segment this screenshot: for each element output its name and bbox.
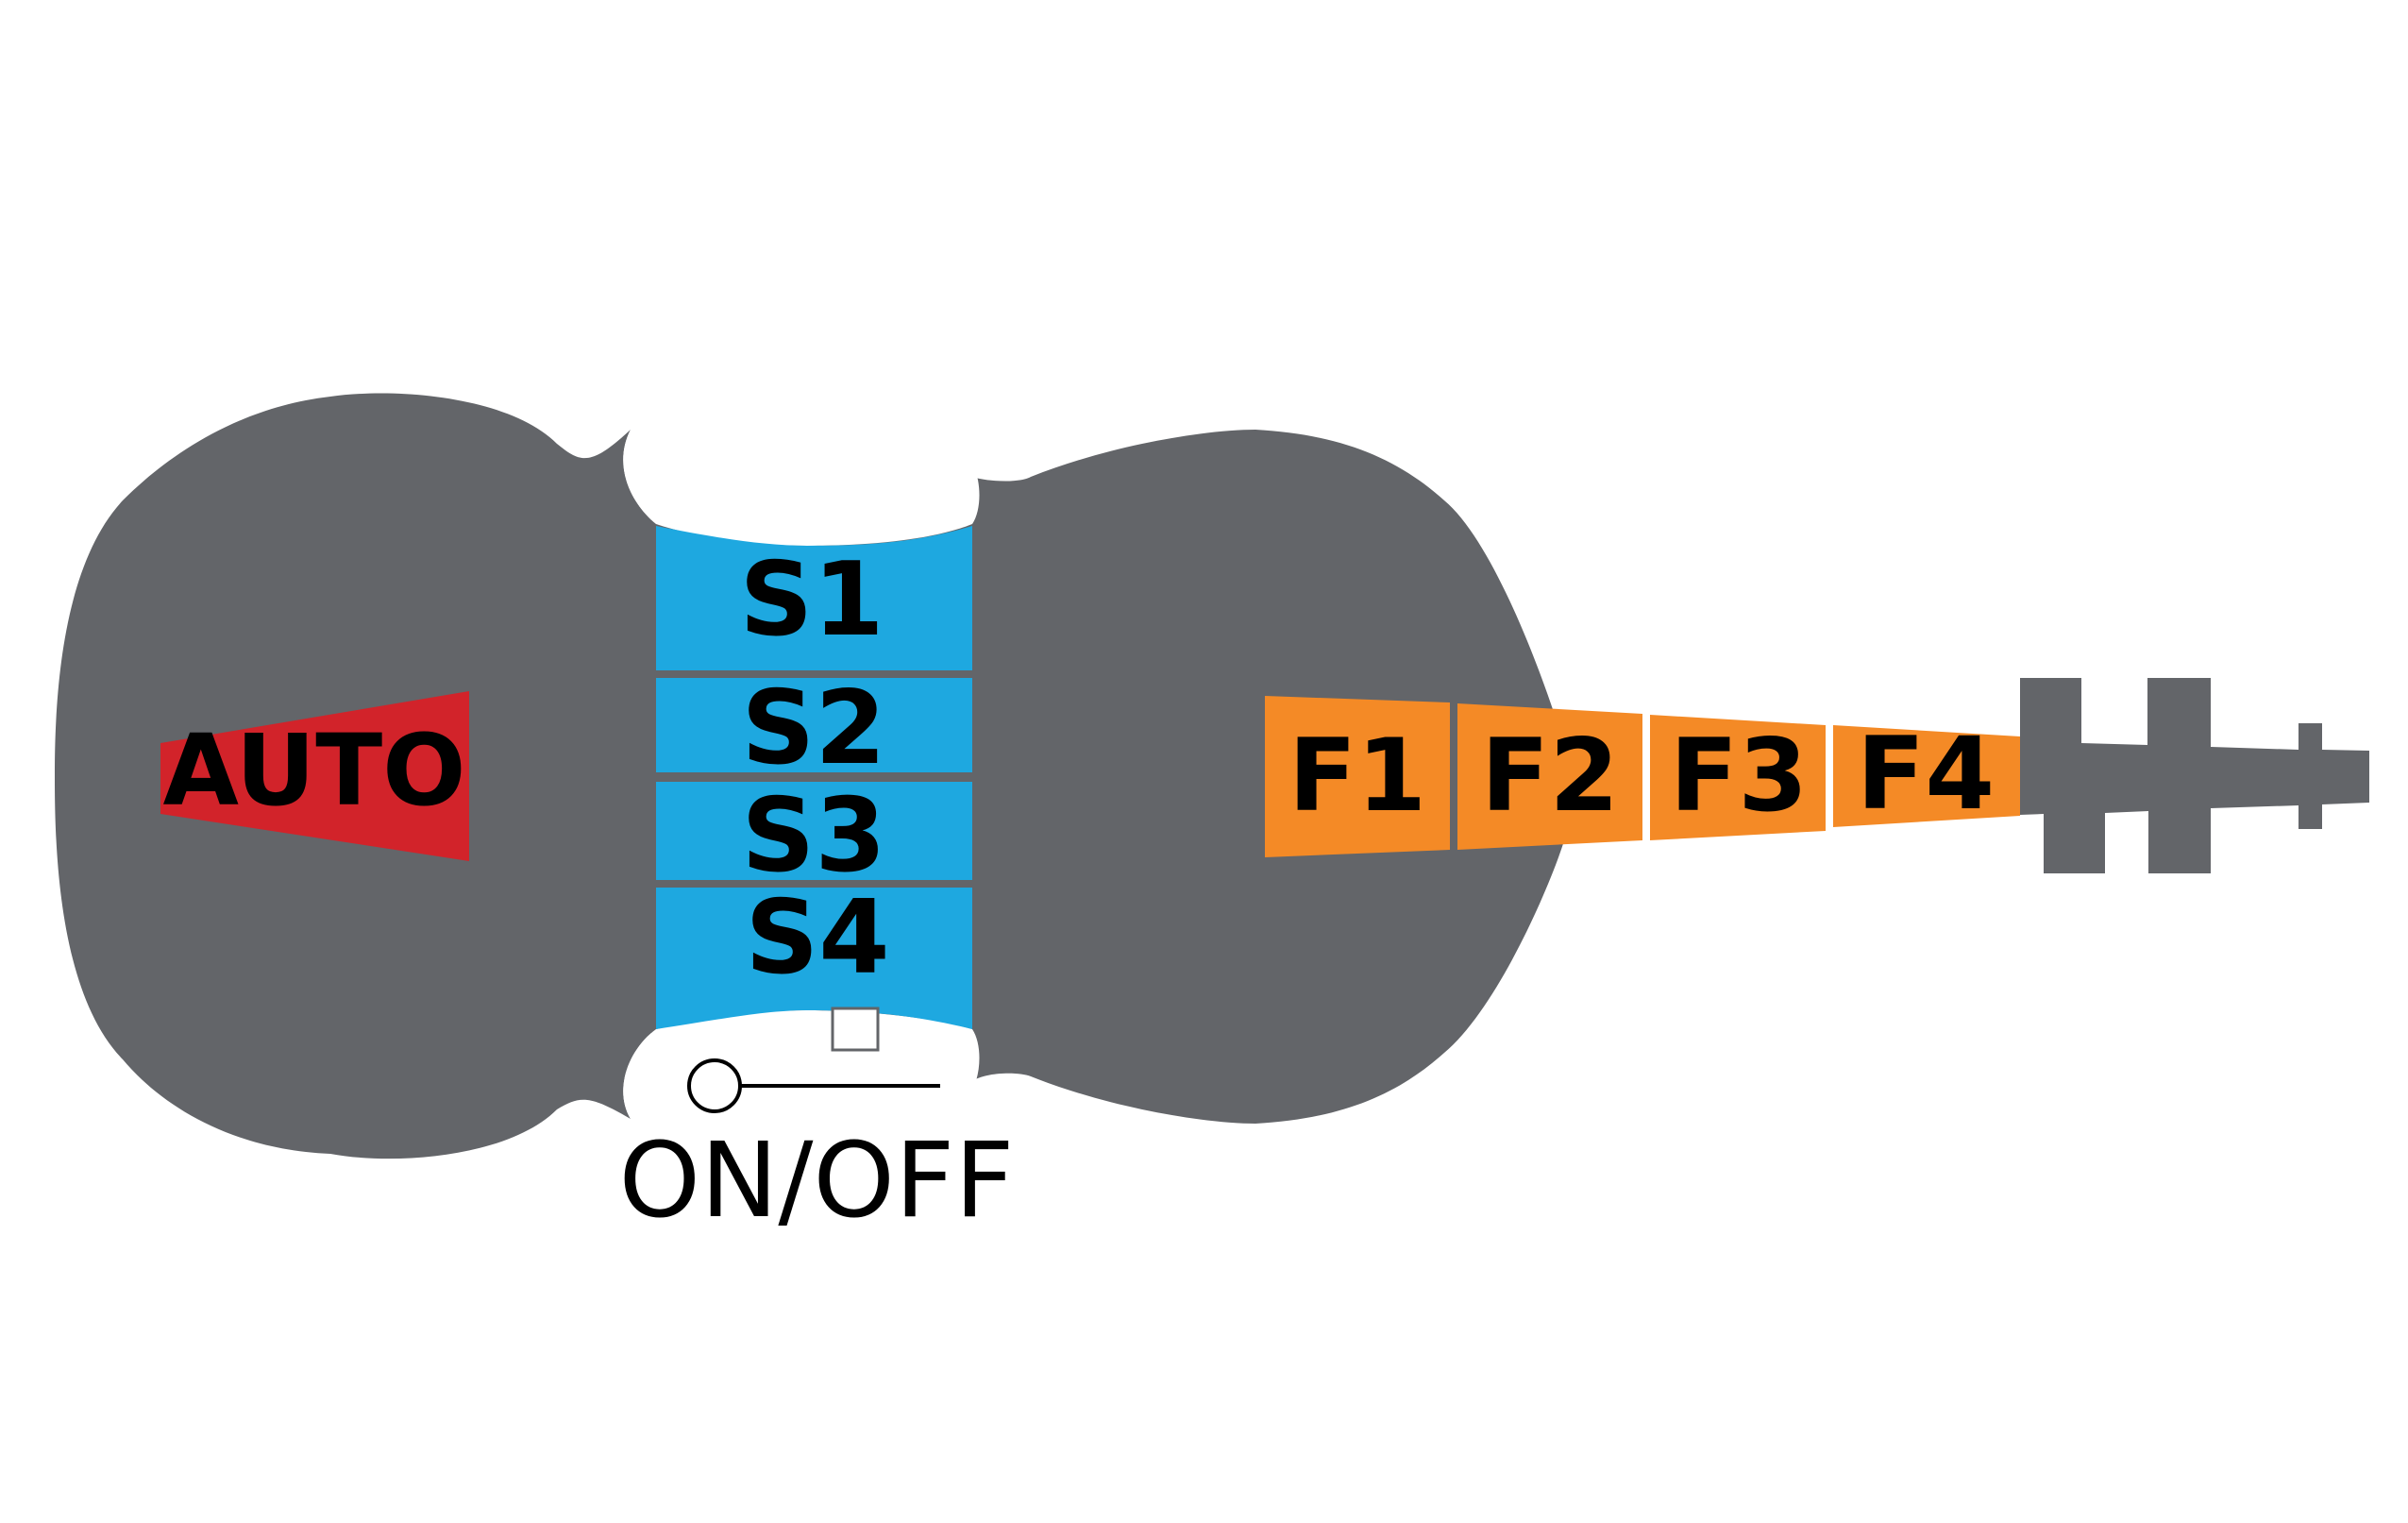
- string-s4[interactable]: [656, 888, 972, 1029]
- fretboard: [1265, 696, 2020, 857]
- switch-knob[interactable]: [687, 1058, 742, 1113]
- power-switch[interactable]: [687, 1058, 940, 1113]
- fret-f3[interactable]: [1650, 715, 1826, 840]
- lower-notch: [623, 1010, 980, 1119]
- fret-f4[interactable]: [1833, 725, 2020, 827]
- power-label: ON/OFF: [618, 1120, 1014, 1241]
- auto-zone[interactable]: [160, 691, 469, 861]
- fret-f1[interactable]: [1265, 696, 1450, 857]
- string-s1[interactable]: [656, 526, 972, 670]
- upper-notch: [623, 430, 980, 546]
- string-label-s2: S2: [742, 669, 886, 787]
- string-label-s1: S1: [740, 541, 884, 659]
- fret-f2[interactable]: [1457, 703, 1642, 850]
- string-label-s3: S3: [742, 777, 886, 895]
- fret-label-f4: F4: [1857, 716, 1995, 832]
- auto-label: AUTO: [162, 713, 465, 828]
- indicator-square: [831, 1007, 880, 1052]
- fret-label-f1: F1: [1288, 718, 1426, 834]
- fret-label-f3: F3: [1670, 718, 1808, 834]
- string-s2[interactable]: [656, 678, 972, 772]
- fret-label-f2: F2: [1481, 718, 1619, 834]
- violin-neck: [2020, 678, 2369, 873]
- string-s3[interactable]: [656, 782, 972, 880]
- string-label-s4: S4: [746, 879, 890, 997]
- strings-column: [656, 526, 972, 1029]
